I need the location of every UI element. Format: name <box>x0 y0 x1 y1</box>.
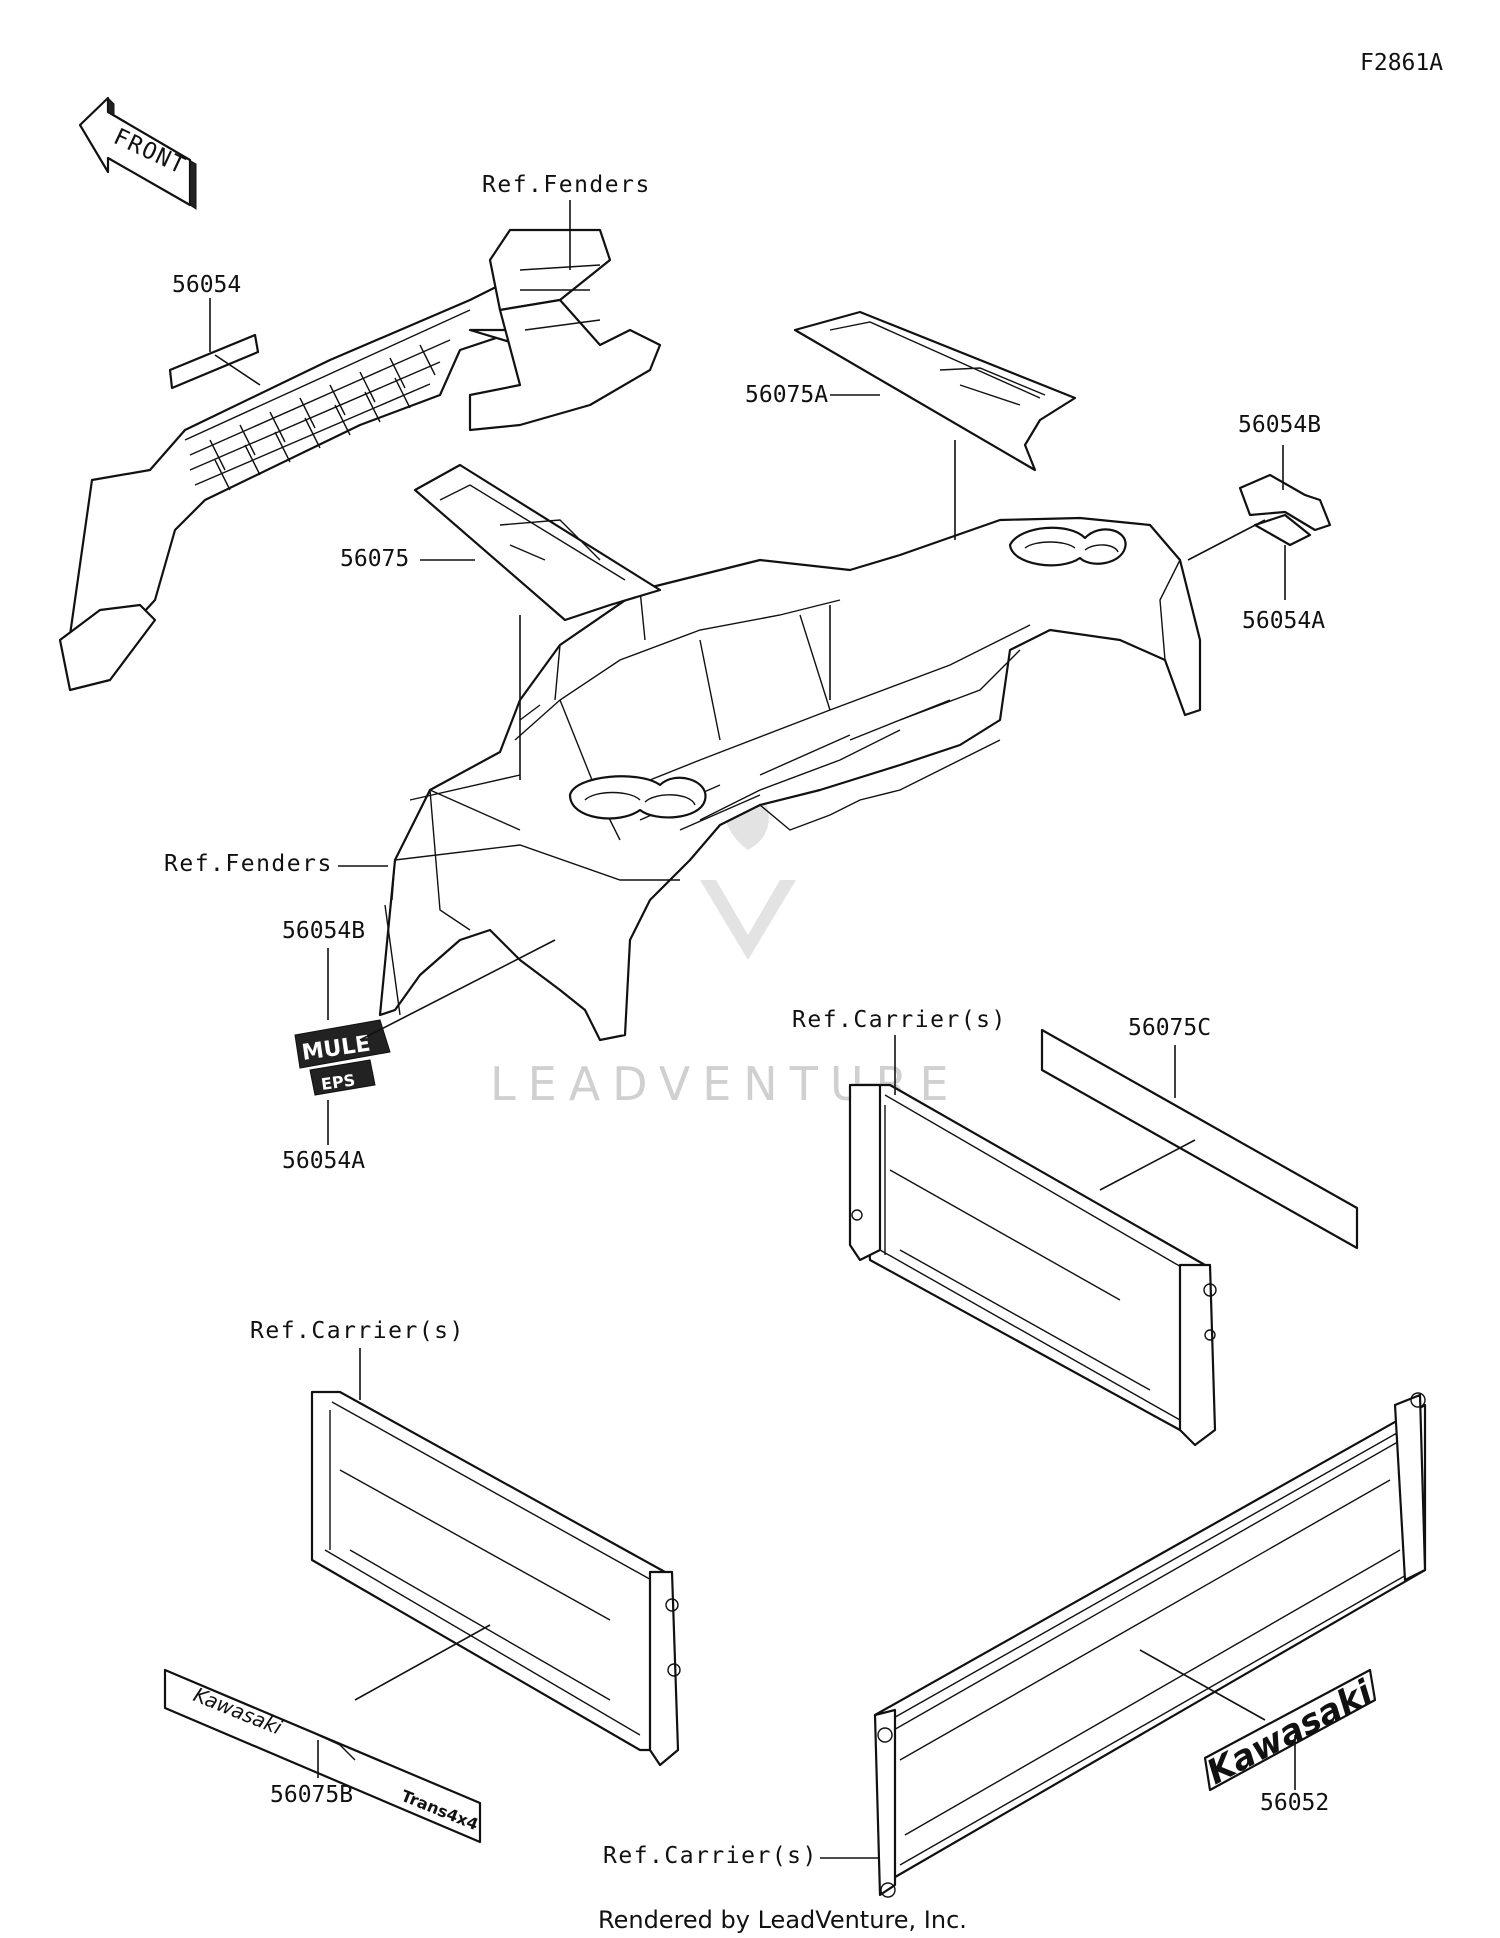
side-gate-mid <box>848 1083 1217 1447</box>
decal-56052: Kawasaki <box>1200 1668 1380 1793</box>
decal-56075C <box>1040 1028 1359 1250</box>
callout-ref-fenders-left: Ref.Fenders <box>164 851 333 877</box>
callout-ref-carriers-mid: Ref.Carrier(s) <box>792 1007 1007 1033</box>
decal-mule-eps: MULE EPS <box>294 1019 391 1096</box>
callout-ref-fenders-top: Ref.Fenders <box>482 172 651 198</box>
decal-56054 <box>168 333 260 390</box>
callout-56075A: 56075A <box>745 382 828 408</box>
decal-56054A-right <box>1253 513 1312 547</box>
cargo-bed-tub <box>378 516 1202 1042</box>
front-grille-panel <box>58 228 662 692</box>
callout-56054A-right: 56054A <box>1242 608 1325 634</box>
decal-56075B: Kawasaki Trans4x4 <box>163 1668 482 1844</box>
watermark-v-icon <box>700 880 796 960</box>
footer-credit: Rendered by LeadVenture, Inc. <box>598 1906 967 1934</box>
front-arrow-icon: FRONT <box>78 96 197 210</box>
callout-56054A-left: 56054A <box>282 1148 365 1174</box>
decal-eps-text: EPS <box>320 1070 356 1094</box>
callout-56075C: 56075C <box>1128 1015 1211 1041</box>
callout-56052: 56052 <box>1260 1790 1329 1816</box>
callout-ref-carriers-left: Ref.Carrier(s) <box>250 1318 465 1344</box>
callout-56075B: 56075B <box>270 1782 353 1808</box>
callout-56054B-right: 56054B <box>1238 412 1321 438</box>
callout-56054B-left: 56054B <box>282 918 365 944</box>
callout-56075: 56075 <box>340 546 409 572</box>
tailgate-bottom <box>873 1392 1427 1898</box>
callout-ref-carriers-bottom: Ref.Carrier(s) <box>603 1843 818 1869</box>
side-gate-left <box>310 1390 681 1767</box>
decal-56075A <box>793 310 1077 472</box>
decal-kawasaki-56052: Kawasaki <box>1200 1672 1380 1793</box>
decal-56054B-right <box>1238 473 1332 532</box>
diagram-id: F2861A <box>1360 50 1443 76</box>
decal-56075 <box>413 463 662 622</box>
callout-56054: 56054 <box>172 272 241 298</box>
